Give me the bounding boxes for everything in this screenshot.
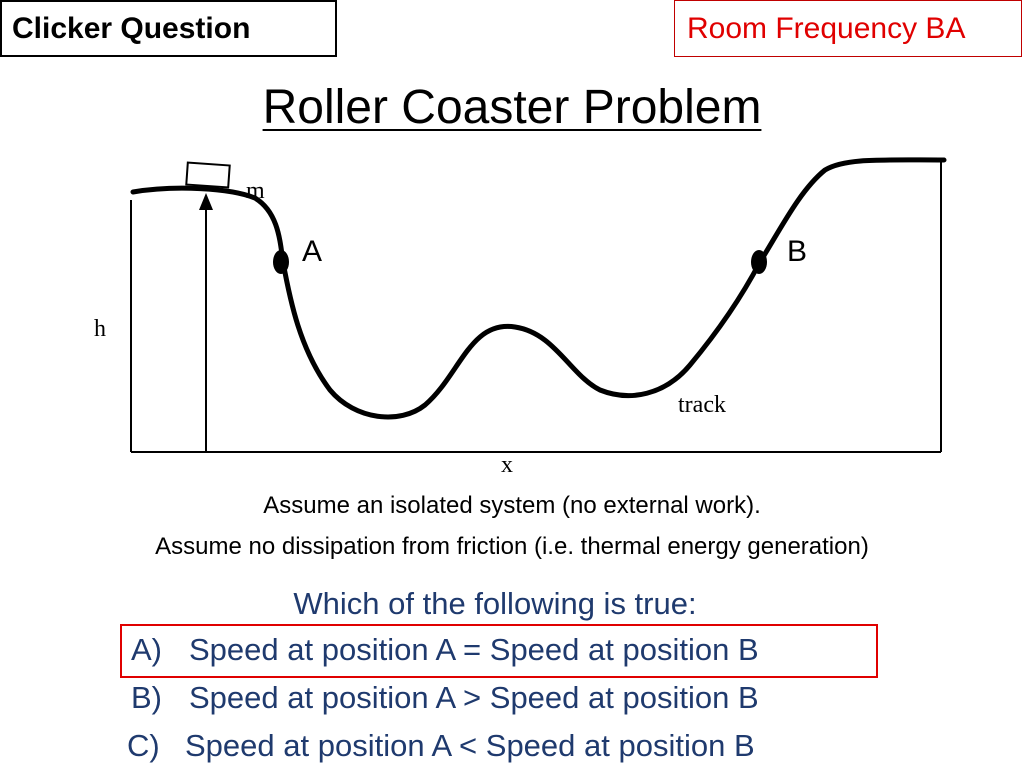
question-prompt: Which of the following is true: bbox=[293, 586, 697, 621]
correct-answer-highlight bbox=[120, 624, 878, 678]
clicker-question-label: Clicker Question bbox=[0, 0, 337, 57]
height-label: h bbox=[94, 316, 106, 342]
assumption-1: Assume an isolated system (no external w… bbox=[263, 492, 761, 519]
mass-label: m bbox=[246, 178, 265, 204]
option-b-letter: B) bbox=[131, 680, 162, 715]
option-c-text: Speed at position A < Speed at position … bbox=[185, 728, 755, 763]
mass-block bbox=[185, 161, 231, 189]
page-title: Roller Coaster Problem bbox=[0, 80, 1024, 135]
option-a-letter: A) bbox=[131, 632, 162, 667]
option-c[interactable]: C) Speed at position A < Speed at positio… bbox=[127, 728, 755, 764]
point-b-marker bbox=[751, 250, 767, 274]
option-c-letter: C) bbox=[127, 728, 160, 763]
point-b-label: B bbox=[787, 235, 808, 268]
track-label: track bbox=[678, 392, 726, 418]
title-text: Roller Coaster Problem bbox=[262, 81, 762, 134]
option-b-text: Speed at position A > Speed at position … bbox=[189, 680, 759, 715]
option-a[interactable]: A) Speed at position A = Speed at positio… bbox=[131, 632, 759, 668]
assumption-2: Assume no dissipation from friction (i.e… bbox=[155, 533, 869, 560]
point-a-label: A bbox=[302, 235, 323, 268]
point-a-marker bbox=[273, 250, 289, 274]
room-frequency-label: Room Frequency BA bbox=[674, 0, 1022, 57]
option-b[interactable]: B) Speed at position A > Speed at positio… bbox=[131, 680, 759, 716]
roller-coaster-diagram: m h x track bbox=[94, 157, 947, 478]
x-axis-label: x bbox=[501, 452, 513, 478]
option-a-text: Speed at position A = Speed at position … bbox=[189, 632, 759, 667]
height-arrow-head bbox=[199, 193, 213, 210]
track-curve bbox=[130, 157, 947, 420]
